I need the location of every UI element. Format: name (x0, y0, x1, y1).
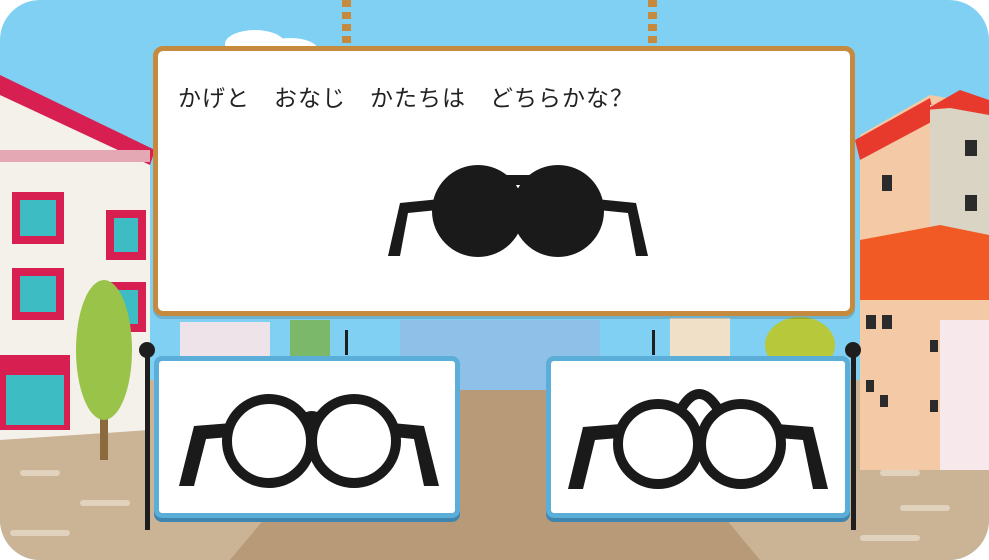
round-sunglasses-silhouette-icon (388, 165, 648, 257)
round-glasses-straight-bridge-icon (179, 394, 439, 488)
sign-chain-right (648, 0, 657, 46)
question-text: かげと おなじ かたちは どちらかな？ (178, 86, 634, 112)
answer-choice-left[interactable] (154, 356, 460, 518)
sign-chain-left (342, 0, 351, 46)
answer-choice-right[interactable] (546, 356, 850, 518)
round-glasses-arched-bridge-icon (568, 389, 828, 489)
question-panel: かげと おなじ かたちは どちらかな？ (153, 46, 855, 316)
